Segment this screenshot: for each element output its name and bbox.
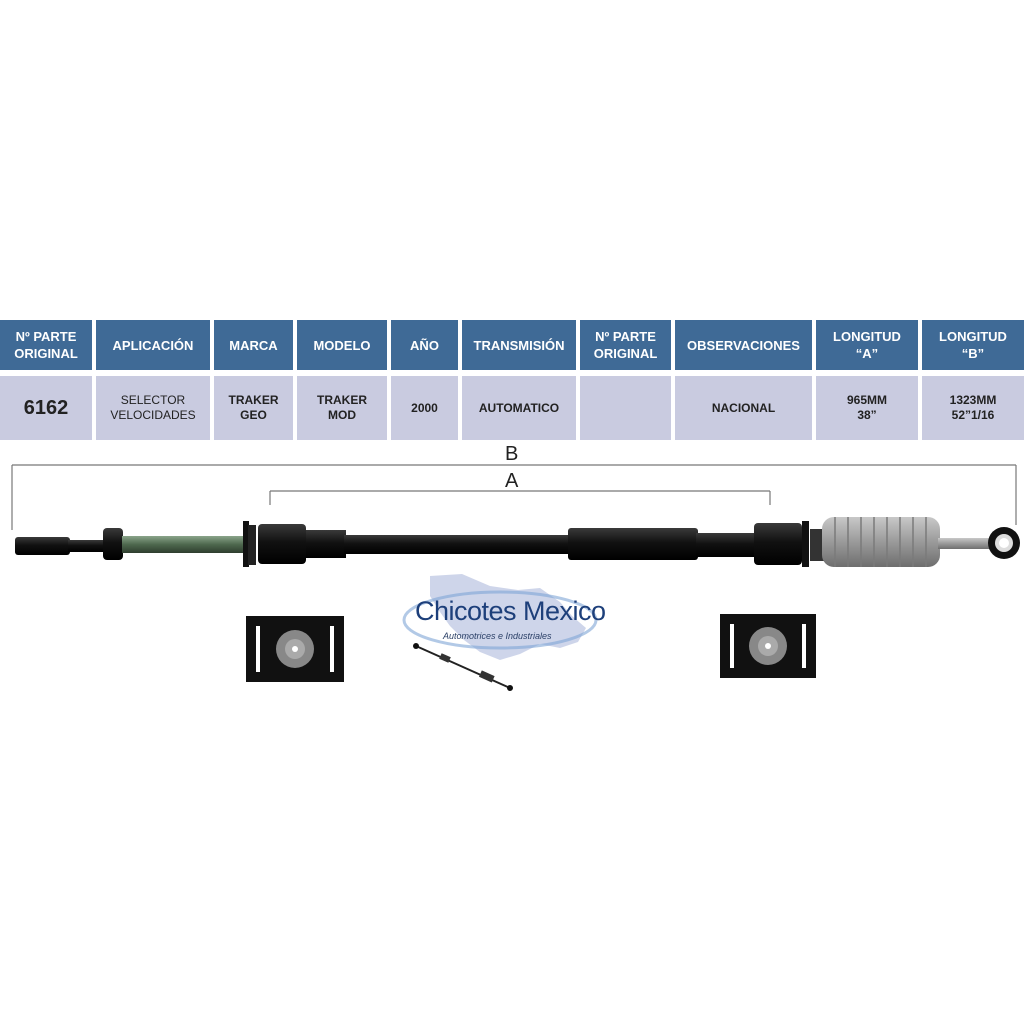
cell-parte-original: 6162 (0, 376, 92, 440)
left-mount-clip (246, 616, 344, 682)
cell-marca: TRAKER GEO (214, 376, 293, 440)
cable-end-rod (938, 538, 998, 549)
cell-aplicacion: SELECTOR VELOCIDADES (96, 376, 210, 440)
header-anio: AÑO (391, 320, 458, 370)
header-modelo: MODELO (297, 320, 387, 370)
header-longitud-a: LONGITUD “A” (816, 320, 918, 370)
logo-title: Chicotes Mexico (415, 596, 606, 626)
header-transmision: TRANSMISIÓN (462, 320, 576, 370)
cell-transmision: AUTOMATICO (462, 376, 576, 440)
cable-diagram (11, 464, 1020, 567)
cell-longitud-b: 1323MM 52”1/16 (922, 376, 1024, 440)
cable-eyelet (988, 527, 1020, 559)
right-mount-clip (720, 614, 816, 678)
logo-subtitle: Automotrices e Industriales (443, 631, 552, 641)
header-parte-original: Nº PARTE ORIGINAL (0, 320, 92, 370)
logo-map-shape (402, 574, 598, 660)
cable-right-fitting (696, 521, 824, 567)
dimension-line-a (269, 490, 771, 505)
header-longitud-b: LONGITUD “B” (922, 320, 1024, 370)
cable-left-end (15, 528, 123, 560)
cable-boot (822, 517, 940, 567)
header-marca: MARCA (214, 320, 293, 370)
cable-left-fitting (243, 521, 346, 567)
dimension-line-b (11, 464, 1017, 530)
logo-cable-icon (413, 643, 513, 691)
cable-conduit (344, 535, 574, 554)
dimension-label-a: A (505, 470, 519, 492)
header-parte-original-2: Nº PARTE ORIGINAL (580, 320, 671, 370)
cell-parte-original-2 (580, 376, 671, 440)
cell-observaciones: NACIONAL (675, 376, 812, 440)
header-observaciones: OBSERVACIONES (675, 320, 812, 370)
cable-sleeve (568, 528, 698, 560)
dimension-label-b: B (505, 443, 519, 465)
cell-anio: 2000 (391, 376, 458, 440)
cable-rod (122, 536, 247, 553)
cell-modelo: TRAKER MOD (297, 376, 387, 440)
cell-longitud-a: 965MM 38” (816, 376, 918, 440)
header-aplicacion: APLICACIÓN (96, 320, 210, 370)
spec-table: Nº PARTE ORIGINAL APLICACIÓN MARCA MODEL… (0, 320, 1024, 440)
